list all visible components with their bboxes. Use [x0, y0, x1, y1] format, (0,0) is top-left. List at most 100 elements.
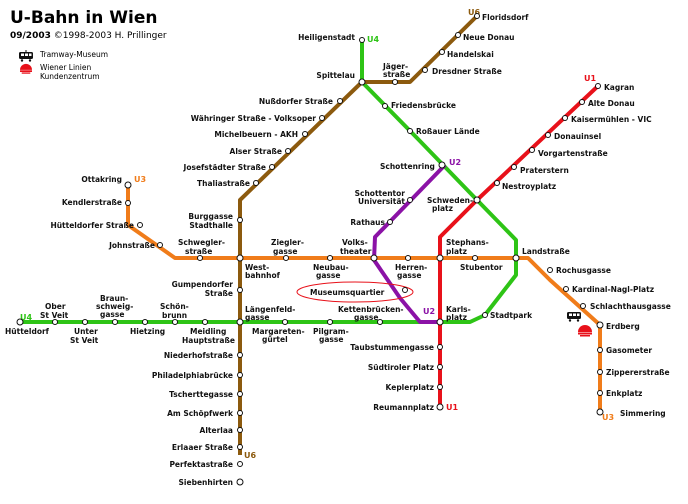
station-dresdner-strasse[interactable]: Dresdner Straße — [432, 67, 502, 76]
station-zieglergasse-1[interactable]: Ziegler- — [271, 238, 304, 247]
station-dot[interactable] — [237, 427, 243, 433]
station-schwedenplatz-2[interactable]: platz — [432, 204, 453, 213]
station-dot[interactable] — [142, 319, 148, 325]
station-dot[interactable] — [302, 131, 308, 137]
station-dot[interactable] — [370, 254, 378, 262]
station-dot[interactable] — [579, 99, 585, 105]
station-dot[interactable] — [282, 319, 288, 325]
station-johnstrasse[interactable]: Johnstraße — [108, 241, 155, 250]
station-dot[interactable] — [455, 32, 461, 38]
station-dot[interactable] — [547, 267, 553, 273]
station-huetteldorfer-strasse[interactable]: Hütteldorfer Straße — [50, 221, 134, 230]
station-dot[interactable] — [237, 372, 243, 378]
station-dot[interactable] — [327, 319, 333, 325]
station-nussdorfer-strasse[interactable]: Nußdorfer Straße — [259, 97, 333, 106]
station-meidling-1[interactable]: Meidling — [190, 327, 226, 336]
station-schwedenplatz-1[interactable]: Schweden- — [427, 196, 473, 205]
station-alser-strasse[interactable]: Alser Straße — [230, 147, 282, 156]
station-dot[interactable] — [439, 49, 445, 55]
station-dot[interactable] — [405, 255, 411, 261]
station-dot[interactable] — [237, 391, 243, 397]
station-dot[interactable] — [327, 255, 333, 261]
station-unter-st-veit-1[interactable]: Unter — [74, 327, 98, 336]
station-volkstheater-1[interactable]: Volks- — [342, 238, 368, 247]
station-niederhofstrasse[interactable]: Niederhofstraße — [164, 351, 233, 360]
station-margaretenguertel-1[interactable]: Margareten- — [252, 327, 305, 336]
station-dot[interactable] — [473, 196, 481, 204]
station-dot[interactable] — [112, 319, 118, 325]
station-dot[interactable] — [597, 347, 603, 353]
station-vorgartenstrasse[interactable]: Vorgartenstraße — [538, 149, 608, 158]
station-hietzing[interactable]: Hietzing — [130, 327, 165, 336]
station-dot[interactable] — [597, 390, 603, 396]
station-dot[interactable] — [16, 318, 24, 326]
station-laengenfeldgasse-1[interactable]: Längenfeld- — [245, 305, 295, 314]
station-rathaus[interactable]: Rathaus — [350, 218, 385, 227]
station-braunschweiggasse-3[interactable]: gasse — [100, 310, 124, 319]
station-gumpendorfer-1[interactable]: Gumpendorfer — [172, 280, 234, 289]
station-braunschweiggasse-2[interactable]: schweig- — [96, 302, 133, 311]
station-karlsplatz-2[interactable]: platz — [446, 313, 467, 322]
station-volkstheater-2[interactable]: theater — [340, 247, 372, 256]
station-dot[interactable] — [511, 164, 517, 170]
station-stephansplatz-2[interactable]: platz — [446, 247, 467, 256]
station-dot[interactable] — [438, 161, 446, 169]
station-dot[interactable] — [237, 444, 243, 450]
station-dot[interactable] — [437, 384, 443, 390]
station-jaegerstrasse-2[interactable]: straße — [383, 70, 410, 79]
station-erdberg[interactable]: Erdberg — [606, 322, 640, 331]
station-schweglerstrasse-1[interactable]: Schwegler- — [178, 238, 225, 247]
station-schoenbrunn-1[interactable]: Schön- — [160, 302, 189, 311]
station-dot[interactable] — [407, 128, 413, 134]
station-gumpendorfer-2[interactable]: Straße — [205, 289, 233, 298]
station-jaegerstrasse-1[interactable]: Jäger- — [382, 62, 408, 71]
station-zieglergasse-2[interactable]: gasse — [273, 247, 297, 256]
station-dot[interactable] — [236, 254, 244, 262]
station-dot[interactable] — [596, 321, 604, 329]
station-dot[interactable] — [236, 478, 244, 486]
station-schoenbrunn-2[interactable]: brunn — [162, 311, 187, 320]
station-dot[interactable] — [494, 180, 500, 186]
station-rochusgasse[interactable]: Rochusgasse — [556, 266, 611, 275]
station-dot[interactable] — [545, 132, 551, 138]
station-suedtiroler-platz[interactable]: Südtiroler Platz — [368, 363, 434, 372]
station-dot[interactable] — [387, 219, 393, 225]
station-schottentor-1[interactable]: Schottentor — [355, 189, 406, 198]
station-neubaugasse-2[interactable]: gasse — [316, 271, 340, 280]
station-herrengasse-1[interactable]: Herren- — [395, 263, 427, 272]
station-alterlaa[interactable]: Alterlaa — [200, 426, 233, 435]
station-burggasse-1[interactable]: Burggasse — [188, 212, 233, 221]
station-dot[interactable] — [125, 200, 131, 206]
station-siebenhirten[interactable]: Siebenhirten — [179, 478, 233, 487]
station-kagran[interactable]: Kagran — [604, 83, 634, 92]
station-kettenbrueckengasse-1[interactable]: Kettenbrücken- — [338, 305, 404, 314]
station-reumannplatz[interactable]: Reumannplatz — [373, 403, 434, 412]
station-stephansplatz-1[interactable]: Stephans- — [446, 238, 489, 247]
station-floridsdorf[interactable]: Floridsdorf — [482, 13, 529, 22]
station-kardinal-nagl-platz[interactable]: Kardinal-Nagl-Platz — [572, 285, 654, 294]
station-dot[interactable] — [529, 147, 535, 153]
station-dot[interactable] — [237, 352, 243, 358]
station-pilgramgasse-1[interactable]: Pilgram- — [313, 327, 349, 336]
station-meidling-2[interactable]: Hauptstraße — [182, 336, 235, 345]
station-dot[interactable] — [562, 115, 568, 121]
station-schottenring[interactable]: Schottenring — [380, 162, 435, 171]
station-kaisermuehlen[interactable]: Kaisermühlen - VIC — [571, 115, 652, 124]
station-dot[interactable] — [202, 319, 208, 325]
station-stadtpark[interactable]: Stadtpark — [490, 311, 533, 320]
station-waehringer-strasse[interactable]: Währinger Straße - Volksoper — [191, 114, 317, 123]
station-erlaaer-strasse[interactable]: Erlaaer Straße — [172, 443, 233, 452]
station-perfektastrasse[interactable]: Perfektastraße — [169, 460, 233, 469]
station-dot[interactable] — [237, 287, 243, 293]
station-dot[interactable] — [482, 312, 488, 318]
station-dot[interactable] — [197, 255, 203, 261]
station-dot[interactable] — [319, 115, 325, 121]
station-dot[interactable] — [237, 217, 243, 223]
station-gasometer[interactable]: Gasometer — [606, 346, 652, 355]
station-simmering[interactable]: Simmering — [620, 409, 666, 418]
station-dot[interactable] — [236, 318, 244, 326]
station-dot[interactable] — [436, 254, 444, 262]
station-herrengasse-2[interactable]: gasse — [397, 271, 421, 280]
station-dot[interactable] — [358, 78, 366, 86]
station-dot[interactable] — [253, 180, 259, 186]
